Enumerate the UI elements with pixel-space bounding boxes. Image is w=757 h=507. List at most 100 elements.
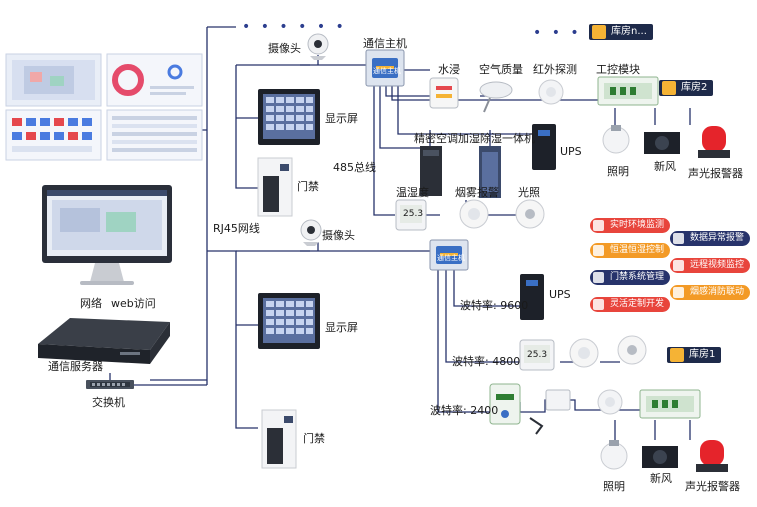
comm-host-icon (365, 49, 405, 87)
alarm-light-icon (696, 440, 728, 472)
host-badge: 通信主机 (437, 254, 465, 262)
server-label: 通信服务器 (48, 360, 103, 373)
bulb-label: 照明 (603, 480, 625, 493)
rj45-label: RJ45网线 (213, 222, 260, 235)
video-small-icon (673, 260, 684, 271)
feature-text: 数据异常报警 (690, 233, 745, 243)
feature-text: 灵活定制开发 (610, 299, 665, 309)
temp-display-value: 25.3 (527, 350, 548, 360)
bulb-icon (602, 125, 630, 154)
smoke-detector-icon (459, 199, 489, 229)
door-access-icon (261, 409, 297, 469)
house-icon (662, 81, 676, 95)
house-icon (670, 348, 684, 362)
monitor-icon (42, 185, 172, 285)
touch-screen-icon (258, 293, 320, 349)
room-1-tag: 库房1 (667, 347, 722, 363)
light-sensor-icon (617, 335, 647, 365)
dehumidifier-label: 加湿除湿一体机 (458, 132, 535, 145)
bus-485-label: 485总线 (333, 161, 376, 174)
fan-label: 新风 (654, 160, 676, 173)
light-label: 光照 (518, 186, 540, 199)
camera-label: 摄像头 (268, 42, 301, 55)
door-label: 门禁 (303, 432, 325, 445)
alarm-label: 声光报警器 (685, 480, 740, 493)
touch-screen-icon (258, 89, 320, 145)
feature-text: 恒温恒湿控制 (610, 245, 665, 255)
baud-9600-label: 波特率: 9600 (460, 299, 529, 312)
camera-icon (300, 219, 322, 246)
ups-label: UPS (549, 288, 571, 301)
comm-host-icon (429, 239, 469, 271)
switch-icon (86, 380, 134, 389)
feature-text: 烟感消防联动 (690, 287, 745, 297)
thermometer-small-icon (593, 245, 604, 256)
room-1-label: 库房1 (689, 349, 716, 360)
feature-badge: 实时环境监测 (590, 218, 671, 233)
room-n-tag: 库房n... (589, 24, 653, 40)
feature-text: 门禁系统管理 (610, 272, 665, 282)
feature-badge: 灵活定制开发 (590, 297, 671, 312)
code-small-icon (593, 299, 604, 310)
screen-label: 显示屏 (325, 321, 358, 334)
module-label: 工控模块 (596, 63, 640, 76)
room-n-label: 库房n... (611, 26, 647, 37)
fan-unit-icon (642, 446, 678, 468)
smoke-label: 烟雾报警 (455, 186, 499, 199)
camera-icon (307, 33, 329, 60)
control-module-icon (639, 389, 701, 419)
bell-small-icon (673, 233, 684, 244)
ir-label: 红外探测 (533, 63, 577, 76)
door-access-icon (257, 157, 293, 217)
feature-text: 远程视频监控 (690, 260, 745, 270)
temp-humidity-sensor-icon (519, 339, 555, 371)
ups-icon (532, 124, 556, 170)
feature-badge: 数据异常报警 (670, 231, 751, 246)
bulb-label: 照明 (607, 165, 629, 178)
room-2-label: 库房2 (681, 82, 708, 93)
water-sensor-icon (429, 77, 459, 109)
temp-humidity-label: 温湿度 (396, 186, 429, 199)
water-sensor-icon (489, 383, 521, 425)
bulb-icon (600, 440, 628, 470)
dehumidifier-icon (479, 146, 501, 198)
continuation-dots: • • • • • • (242, 19, 347, 35)
precision-ac-icon (420, 146, 442, 196)
screen-label: 显示屏 (325, 112, 358, 125)
baud-4800-label: 波特率: 4800 (452, 355, 521, 368)
alarm-label: 声光报警器 (688, 167, 743, 180)
feature-badge: 远程视频监控 (670, 258, 751, 273)
light-sensor-icon (515, 199, 545, 229)
host-badge: 通信主机 (373, 67, 401, 75)
feature-badge: 恒温恒湿控制 (590, 243, 671, 258)
ir-detector-icon (538, 79, 564, 105)
monitor-small-icon (593, 220, 604, 231)
fire-small-icon (673, 287, 684, 298)
feature-text: 实时环境监测 (610, 220, 665, 230)
alarm-light-icon (698, 126, 730, 158)
fan-unit-icon (644, 132, 680, 154)
precision-ac-label: 精密空调 (414, 132, 458, 145)
ups-label: UPS (560, 145, 582, 158)
water-label: 水浸 (438, 63, 460, 76)
host-label: 通信主机 (363, 37, 407, 50)
door-small-icon (593, 272, 604, 283)
control-module-icon (597, 76, 659, 106)
baud-2400-label: 波特率: 2400 (430, 404, 499, 417)
camera-label: 摄像头 (322, 229, 355, 242)
air-quality-sensor-icon (479, 81, 513, 113)
web-access-label: web访问 (111, 297, 156, 310)
feature-badge: 门禁系统管理 (590, 270, 671, 285)
room-2-tag: 库房2 (659, 80, 714, 96)
network-label: 网络 (80, 297, 102, 310)
door-label: 门禁 (297, 180, 319, 193)
fan-label: 新风 (650, 472, 672, 485)
temp-display-value: 25.3 (403, 209, 424, 219)
temp-humidity-sensor-icon (395, 199, 427, 231)
ups-icon (520, 274, 544, 320)
feature-badge: 烟感消防联动 (670, 285, 751, 300)
smoke-detector-icon (569, 338, 599, 368)
dashboard-thumbnails (5, 53, 203, 161)
